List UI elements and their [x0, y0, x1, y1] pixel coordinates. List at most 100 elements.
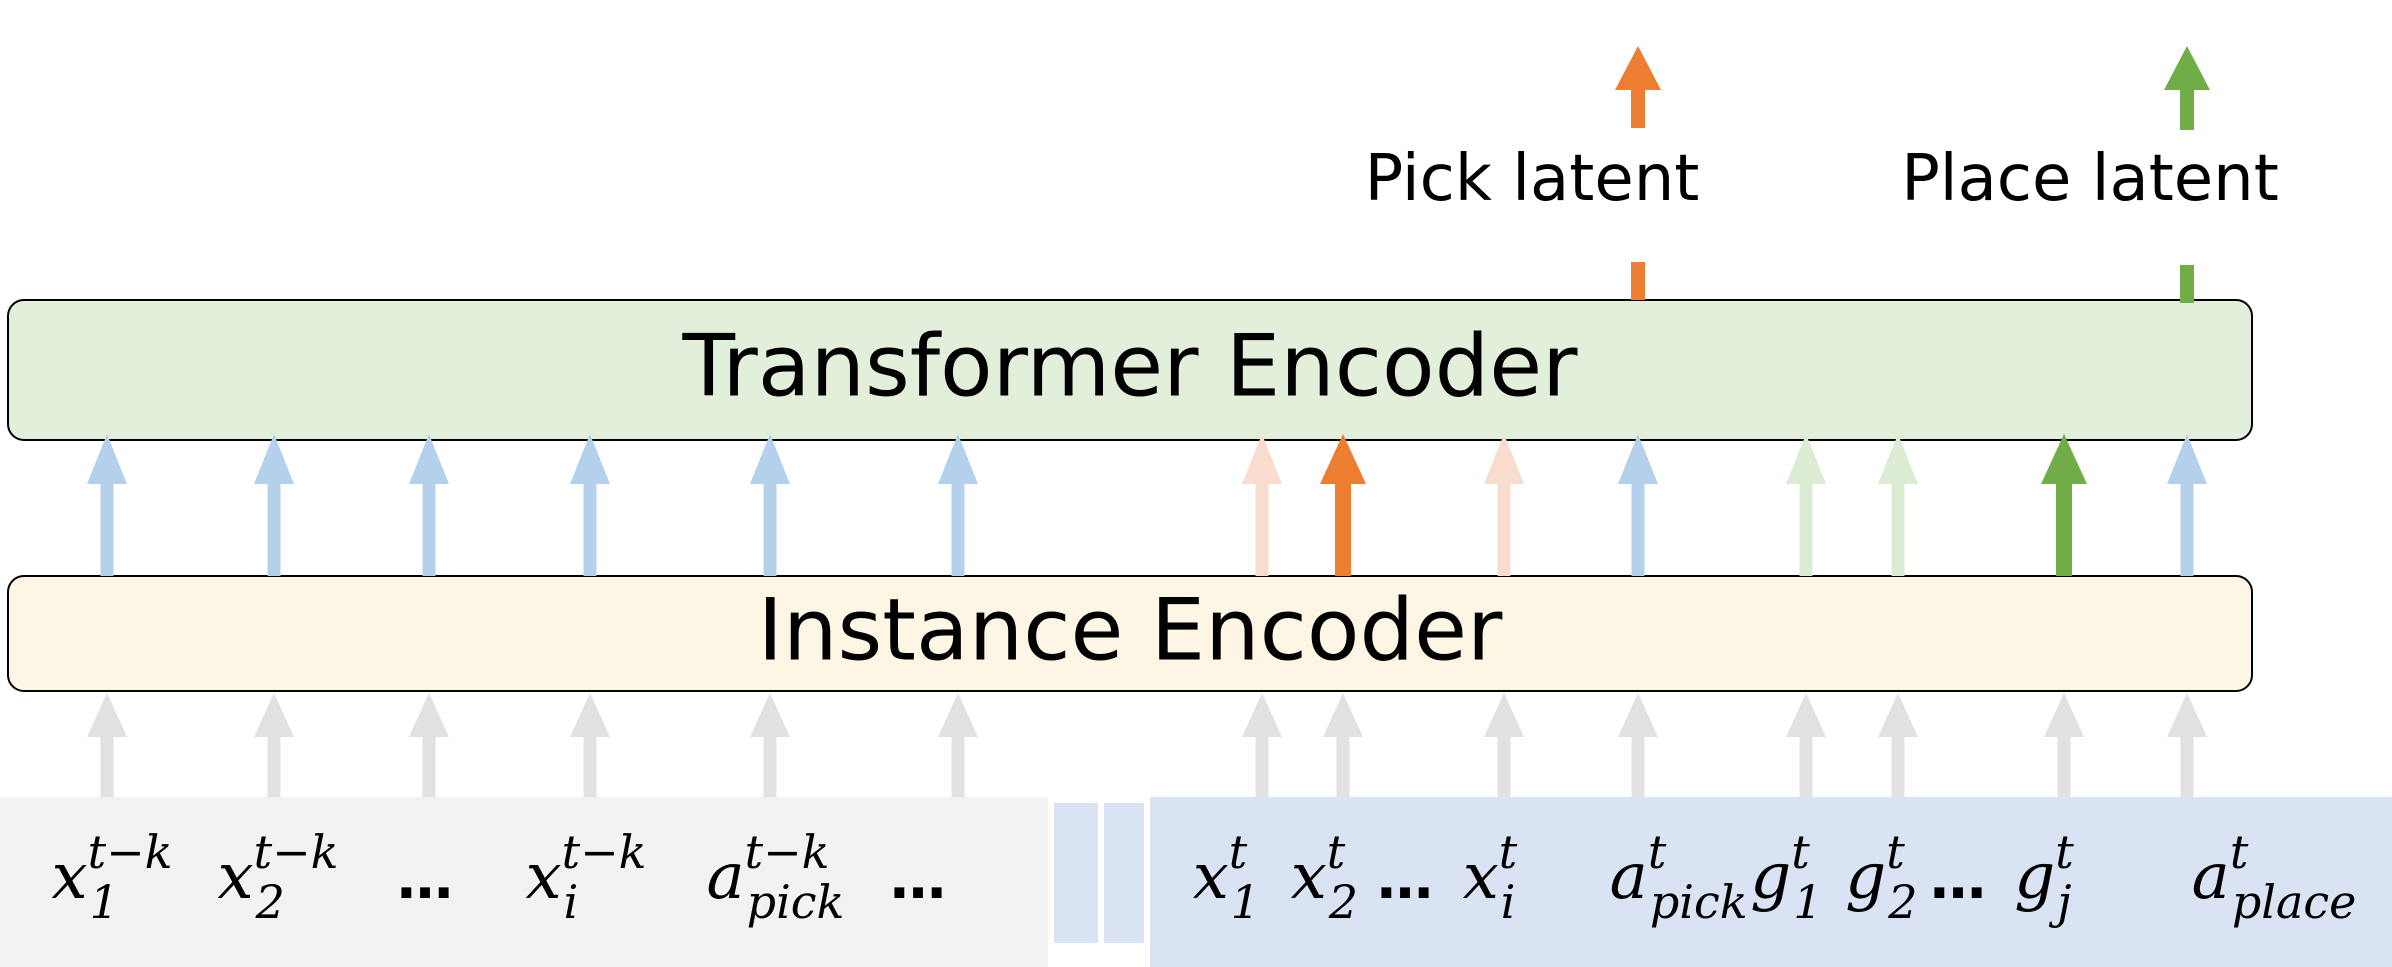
embedding-arrow-1-head [87, 434, 127, 484]
token-superscript: t [1229, 825, 1248, 879]
input-arrow-head [87, 693, 127, 737]
token-superscript: t−k [562, 825, 647, 879]
input-arrow-shaft [1631, 735, 1645, 797]
current-token-4: xt [1463, 825, 1518, 914]
transformer-encoder-box [7, 299, 2253, 441]
current-token-10-subscript: place [2232, 875, 2357, 929]
token-base: x [218, 840, 254, 914]
past-token-1: xt−k [52, 825, 173, 914]
past-ellipsis: … [890, 847, 946, 912]
embedding-arrow-12-head [1878, 434, 1918, 484]
pick-latent-arrow-shaft [1631, 88, 1645, 128]
transformer-encoder-label: Transformer Encoder [682, 316, 1579, 416]
past-ellipsis: … [397, 847, 453, 912]
embedding-arrow-7-head [1242, 434, 1282, 484]
input-arrow-head [254, 693, 294, 737]
embedding-arrow-10-head [1618, 434, 1658, 484]
token-superscript: t [1791, 825, 1810, 879]
past-token-5: at−k [706, 825, 829, 914]
token-superscript: t [1648, 825, 1667, 879]
input-arrow-shaft [1255, 735, 1269, 797]
past-token-5-subscript: pick [747, 875, 845, 929]
embedding-arrow-6-shaft [951, 482, 965, 576]
instance-encoder-label: Instance Encoder [758, 580, 1503, 680]
place-latent-label: Place latent [1901, 142, 2279, 216]
input-arrow-shaft [1799, 735, 1813, 797]
token-base: x [526, 840, 562, 914]
current-token-2-subscript: 2 [1328, 875, 1358, 929]
embedding-arrow-12 [1878, 434, 1918, 576]
input-arrow-head [2167, 693, 2207, 737]
embedding-arrow-14-shaft [2180, 482, 2194, 576]
input-arrow [254, 693, 294, 797]
current-token-4-subscript: i [1501, 875, 1516, 929]
input-arrow-head [1323, 693, 1363, 737]
place-latent-arrow-head [2164, 46, 2210, 90]
input-arrow [409, 693, 449, 797]
token-base: x [1463, 840, 1499, 914]
current-token-10: at [2192, 825, 2249, 914]
embedding-arrow-4 [570, 434, 610, 576]
input-arrow-shaft [1891, 735, 1905, 797]
current-token-9: gt [2014, 825, 2074, 914]
input-arrow-head [570, 693, 610, 737]
past-token-4: xt−k [526, 825, 647, 914]
embedding-arrow-13 [2041, 434, 2087, 576]
embedding-arrow-11-shaft [1799, 482, 1813, 576]
current-token-6: gt [1750, 825, 1810, 914]
input-arrow-head [1618, 693, 1658, 737]
token-base: a [1610, 840, 1648, 914]
panel-separator [1104, 803, 1144, 943]
input-arrow-shaft [2057, 735, 2071, 797]
place-latent-arrow [2164, 46, 2210, 130]
current-timestep-panel [1150, 797, 2392, 967]
input-arrow-head [1878, 693, 1918, 737]
input-arrow-head [409, 693, 449, 737]
token-base: x [1291, 840, 1327, 914]
embedding-arrow-2-shaft [267, 482, 281, 576]
current-ellipsis: … [1377, 847, 1433, 912]
input-arrow [1878, 693, 1918, 797]
token-base: a [2192, 840, 2230, 914]
input-arrow-shaft [267, 735, 281, 797]
embedding-arrow-14 [2167, 434, 2207, 576]
token-superscript: t−k [88, 825, 173, 879]
past-token-1-subscript: 1 [90, 875, 119, 929]
past-token-2-subscript: 2 [255, 875, 285, 929]
embedding-arrow-8 [1320, 434, 1366, 576]
embedding-arrow-10-shaft [1631, 482, 1645, 576]
input-arrow-head [1786, 693, 1826, 737]
token-base: x [52, 840, 88, 914]
input-arrow [2044, 693, 2084, 797]
current-ellipsis: … [1930, 847, 1986, 912]
token-base: g [2014, 840, 2055, 914]
pick-latent-label: Pick latent [1365, 142, 1700, 216]
input-arrow-head [750, 693, 790, 737]
token-superscript: t [1886, 825, 1905, 879]
input-arrow [1484, 693, 1524, 797]
token-base: g [1845, 840, 1886, 914]
embedding-arrow-9-shaft [1497, 482, 1511, 576]
input-arrow [570, 693, 610, 797]
embedding-arrow-4-head [570, 434, 610, 484]
input-arrow-shaft [763, 735, 777, 797]
embedding-arrow-14-head [2167, 434, 2207, 484]
input-arrow [1618, 693, 1658, 797]
embedding-arrow-11 [1786, 434, 1826, 576]
instance-encoder-box [7, 575, 2253, 692]
current-token-5: at [1610, 825, 1667, 914]
current-token-5-subscript: pick [1650, 875, 1748, 929]
embedding-arrow-10 [1618, 434, 1658, 576]
embedding-arrow-7 [1242, 434, 1282, 576]
past-token-4-subscript: i [564, 875, 579, 929]
embedding-arrow-7-shaft [1255, 482, 1269, 576]
current-token-6-subscript: 1 [1793, 875, 1822, 929]
input-arrow [2167, 693, 2207, 797]
pick-latent-arrow [1615, 46, 1661, 128]
current-token-7-subscript: 2 [1887, 875, 1917, 929]
input-arrow [1323, 693, 1363, 797]
arrows-layer [87, 46, 2210, 797]
current-token-7: gt [1845, 825, 1905, 914]
token-base: x [1193, 840, 1229, 914]
